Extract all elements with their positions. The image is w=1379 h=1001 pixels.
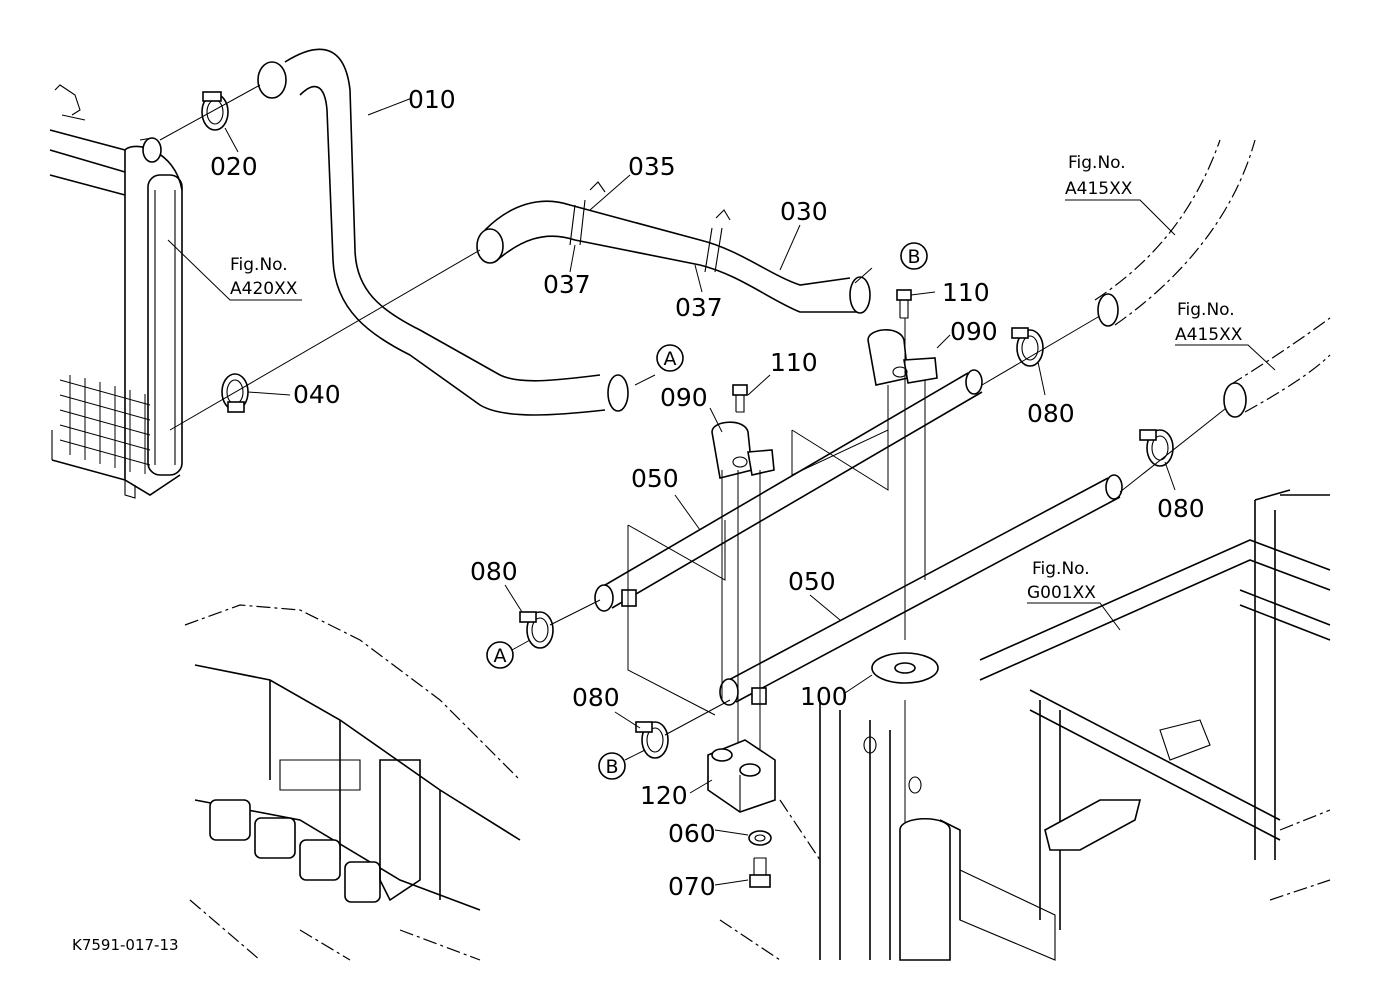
callout-010: 010 xyxy=(408,85,456,114)
bolt-070 xyxy=(749,857,771,888)
assembly-lines xyxy=(159,84,1231,870)
callout-090-right: 090 xyxy=(950,317,998,346)
clamp-020 xyxy=(201,91,229,131)
clamp-080-upper xyxy=(1011,327,1044,367)
callout-110-right: 110 xyxy=(942,278,990,307)
callout-030: 030 xyxy=(780,197,828,226)
figref-a420xx-line1: Fig.No. xyxy=(230,255,288,275)
connector-a-lower: A xyxy=(486,641,514,669)
figref-a415xx-upper-line2: A415XX xyxy=(1065,179,1133,199)
frame-left xyxy=(184,604,521,961)
hose-035-030 xyxy=(476,181,871,314)
connector-a-upper: A xyxy=(656,344,684,372)
callout-070: 070 xyxy=(668,872,716,901)
hose-a415-upper xyxy=(1094,139,1256,327)
callout-060: 060 xyxy=(668,819,716,848)
callout-090-left: 090 xyxy=(660,383,708,412)
connector-a-lower-label: A xyxy=(494,645,507,667)
bolt-110-left xyxy=(732,384,748,413)
callouts: 010 020 035 030 037 037 040 110 110 090 … xyxy=(210,85,1205,901)
bracket-090-right xyxy=(867,329,938,386)
figref-g001xx: Fig.No. G001XX xyxy=(1027,559,1121,631)
radiator xyxy=(49,84,183,499)
hose-a415-lower xyxy=(1223,317,1331,418)
washer-100 xyxy=(871,652,939,684)
figref-a415xx-lower-line2: A415XX xyxy=(1175,325,1243,345)
pipe-050-upper xyxy=(594,369,983,612)
callout-080-right: 080 xyxy=(1157,494,1205,523)
callout-100: 100 xyxy=(800,682,848,711)
callout-080-upper: 080 xyxy=(1027,399,1075,428)
figref-a420xx-line2: A420XX xyxy=(230,279,298,299)
frame-center xyxy=(719,700,961,961)
callout-050-lower: 050 xyxy=(788,567,836,596)
figref-g001xx-line2: G001XX xyxy=(1027,583,1096,603)
figref-a420xx: Fig.No. A420XX xyxy=(167,239,302,301)
figref-g001xx-line1: Fig.No. xyxy=(1032,559,1090,579)
bracket-090-left xyxy=(711,421,775,479)
connector-b-lower-label: B xyxy=(605,756,618,778)
figref-a415xx-lower-line1: Fig.No. xyxy=(1177,300,1235,320)
clamp-080-left xyxy=(519,611,554,649)
clamp-040 xyxy=(221,373,249,413)
callout-080-left: 080 xyxy=(470,557,518,586)
pipe-050-lower xyxy=(719,474,1123,706)
connector-b-upper-label: B xyxy=(907,246,920,268)
callout-080-lower: 080 xyxy=(572,683,620,712)
hose-010 xyxy=(257,48,629,416)
figref-a415xx-upper: Fig.No. A415XX xyxy=(1065,153,1176,236)
connector-b-lower: B xyxy=(598,752,626,780)
callout-037-left: 037 xyxy=(543,270,591,299)
callout-leaders xyxy=(224,97,1176,886)
connector-b-upper: B xyxy=(900,242,928,270)
connector-a-upper-label: A xyxy=(664,348,677,370)
callout-120: 120 xyxy=(640,781,688,810)
bolt-110-right xyxy=(896,289,912,319)
block-120 xyxy=(707,739,776,813)
callout-110-left: 110 xyxy=(770,348,818,377)
callout-020: 020 xyxy=(210,152,258,181)
callout-050-upper: 050 xyxy=(631,464,679,493)
washer-060 xyxy=(748,830,772,846)
clamp-080-right xyxy=(1139,429,1174,467)
figref-a415xx-lower: Fig.No. A415XX xyxy=(1175,300,1276,371)
frame-right xyxy=(959,489,1331,961)
callout-040: 040 xyxy=(293,380,341,409)
drawing-code: K7591-017-13 xyxy=(72,936,179,954)
figref-a415xx-upper-line1: Fig.No. xyxy=(1068,153,1126,173)
callout-035: 035 xyxy=(628,152,676,181)
callout-037-right: 037 xyxy=(675,293,723,322)
clamp-080-lower xyxy=(635,721,669,759)
